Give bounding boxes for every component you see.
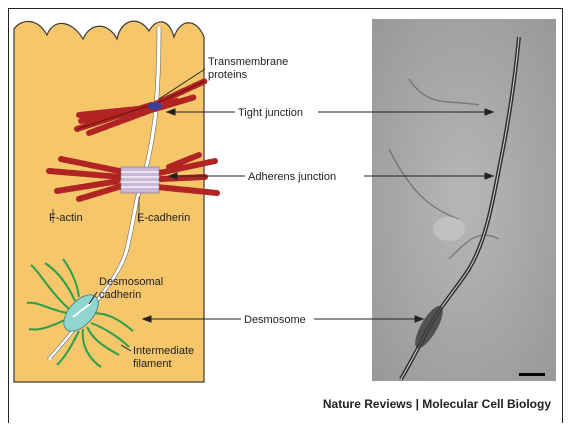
electron-micrograph [372,19,556,381]
adherens-junction-label: Adherens junction [248,171,336,183]
scale-bar [519,373,545,376]
e-cadherin-cluster [121,167,159,193]
junction-diagram: Transmembrane proteins Tight junction Ad… [9,9,564,394]
f-actin-label: F-actin [49,212,83,224]
credit-journal: Molecular Cell Biology [422,397,564,411]
figure-frame: Transmembrane proteins Tight junction Ad… [8,8,563,423]
journal-credit: Nature Reviews | Molecular Cell Biology [9,397,564,411]
e-cadherin-label: E-cadherin [137,212,190,224]
tight-junction-label: Tight junction [238,107,303,119]
transmembrane-label: Transmembrane proteins [208,56,291,81]
credit-brand: Nature Reviews [323,397,412,411]
tight-junction-protein [148,102,162,110]
credit-separator: | [412,397,422,411]
desmosome-label: Desmosome [244,314,306,326]
